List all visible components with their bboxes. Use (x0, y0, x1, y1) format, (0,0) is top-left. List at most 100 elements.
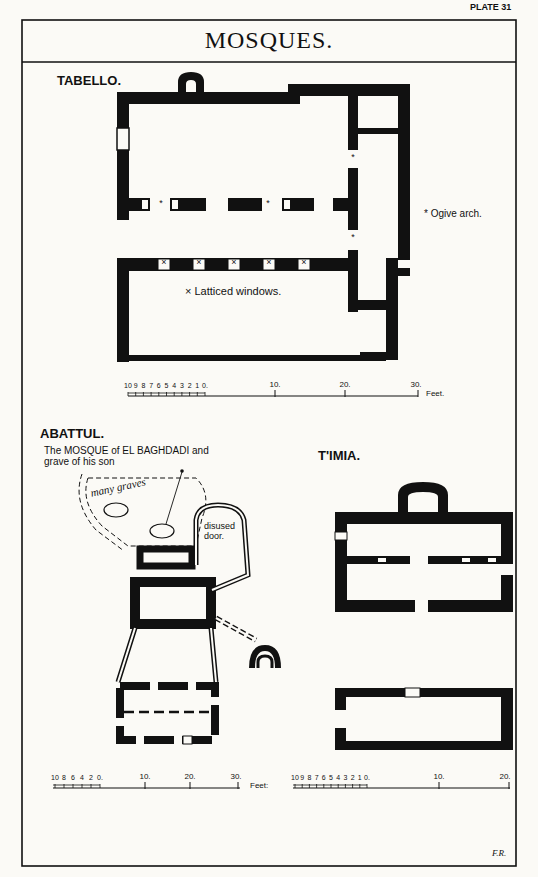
scale-tick (302, 784, 303, 788)
scale-tick (100, 784, 101, 788)
scale-line (293, 787, 510, 788)
plan-label: The MOSQUE of EL BAGHDADI and grave of h… (44, 445, 209, 467)
plan-label: 5 (329, 774, 333, 782)
plan-label: 9 (134, 382, 138, 390)
scale-tick (91, 784, 92, 788)
plan-label: Feet: (250, 782, 268, 791)
tabello-plan (117, 72, 410, 362)
scale-tick (352, 784, 353, 788)
plan-label: 1 (358, 774, 362, 782)
scale-tick (345, 390, 346, 397)
plan-label: 10 (51, 774, 59, 782)
plan-label: × (196, 258, 201, 268)
plan-label: PLATE 31 (470, 3, 511, 13)
scale-tick (367, 784, 368, 788)
scale-tick (55, 784, 56, 788)
plan-label: 6 (322, 774, 326, 782)
scale-line (128, 395, 418, 396)
plan-label: * Ogive arch. (424, 208, 482, 219)
plan-label: 30. (410, 381, 421, 390)
scale-tick (190, 782, 191, 789)
scale-tick (345, 784, 346, 788)
scale-tick (189, 392, 190, 396)
scale-tick (331, 784, 332, 788)
scale-tick (238, 782, 239, 789)
scale-tick (275, 390, 276, 397)
scale-tick (64, 784, 65, 788)
plan-label: 6 (71, 774, 75, 782)
scale-tick (174, 392, 175, 396)
scale-tick (338, 784, 339, 788)
plan-label: F.R. (492, 849, 506, 859)
plan-label: 3 (343, 774, 347, 782)
plan-label: 8 (62, 774, 66, 782)
plan-label: * (159, 199, 163, 209)
scale-tick (509, 782, 510, 789)
plan-label: 0. (97, 774, 103, 782)
plan-label: × (266, 258, 271, 268)
plan-label: 10. (433, 773, 444, 782)
plan-label: 4 (80, 774, 84, 782)
plan-label: * (351, 153, 355, 163)
scale-tick (295, 784, 296, 788)
plan-label: 0. (364, 774, 370, 782)
scale-tick (309, 784, 310, 788)
scale-tick (82, 784, 83, 788)
plan-label: 6 (157, 382, 161, 390)
plan-label: 10. (139, 773, 150, 782)
title-rule (22, 61, 516, 62)
scale-tick (197, 392, 198, 396)
plan-label: 4 (336, 774, 340, 782)
plan-label: 2 (89, 774, 93, 782)
plan-label: * (266, 199, 270, 209)
plan-label: 20. (339, 381, 350, 390)
scale-tick (418, 390, 419, 397)
plan-label: 20. (499, 773, 510, 782)
plan-label: 8 (307, 774, 311, 782)
scale-tick (166, 392, 167, 396)
scale-tick (128, 392, 129, 396)
plan-label: 8 (141, 382, 145, 390)
plan-label: × (301, 258, 306, 268)
plan-label: disused door. (204, 522, 246, 542)
plan-label: * (351, 233, 355, 243)
scale-tick (181, 392, 182, 396)
scale-tick (205, 392, 206, 396)
scale-tick (73, 784, 74, 788)
plan-label: ABATTUL. (40, 427, 104, 441)
timia-plan (335, 482, 513, 750)
plan-label: 10 (291, 774, 299, 782)
plan-label: T'IMIA. (318, 449, 360, 463)
plan-label: 3 (180, 382, 184, 390)
plan-label: 4 (172, 382, 176, 390)
plate-title: MOSQUES. (22, 27, 516, 54)
plan-label: 2 (351, 774, 355, 782)
scale-tick (316, 784, 317, 788)
plan-label: 2 (188, 382, 192, 390)
scale-tick (323, 784, 324, 788)
scale-line (53, 785, 100, 786)
plan-label: 20. (184, 773, 195, 782)
plan-label: 5 (165, 382, 169, 390)
plan-label: 7 (315, 774, 319, 782)
plate-frame (22, 20, 516, 866)
plan-label: 10 (124, 382, 132, 390)
plan-label: 7 (149, 382, 153, 390)
scale-tick (145, 782, 146, 789)
plan-label: 1 (195, 382, 199, 390)
plan-label: many graves (89, 475, 146, 498)
scale-tick (439, 782, 440, 789)
plan-label: 30. (230, 773, 241, 782)
scale-tick (359, 784, 360, 788)
plan-label: 10. (269, 381, 280, 390)
plan-label: 9 (300, 774, 304, 782)
plan-label: TABELLO. (57, 74, 121, 88)
abattul-plan (79, 469, 278, 744)
plan-label: Feet. (426, 390, 444, 399)
scale-tick (143, 392, 144, 396)
plan-label: × (231, 258, 236, 268)
scale-line (53, 787, 240, 788)
scale-tick (151, 392, 152, 396)
scale-line (293, 785, 367, 786)
plan-label: × Latticed windows. (185, 285, 281, 297)
